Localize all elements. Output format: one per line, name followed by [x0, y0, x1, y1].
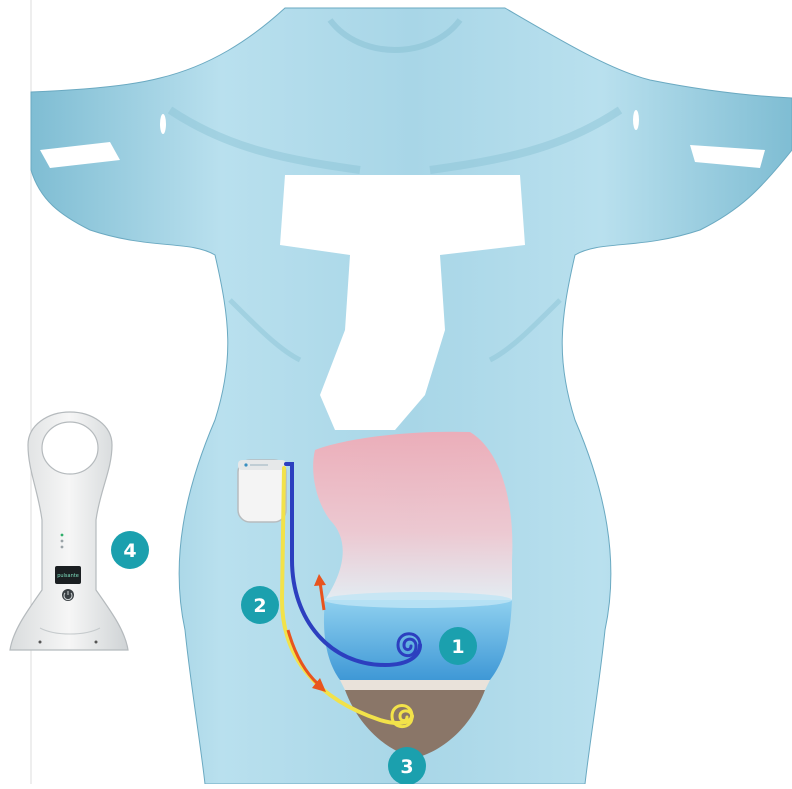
callout-2-label: 2	[253, 595, 266, 617]
callout-2: 2	[241, 586, 279, 624]
pump-device-icon	[238, 460, 286, 522]
peritoneal-cavity	[313, 432, 512, 600]
callout-3: 3	[388, 747, 426, 784]
callout-4: 4	[111, 531, 149, 569]
callout-1-label: 1	[451, 636, 464, 658]
charger-display-text: pulsante	[57, 573, 79, 579]
callout-3-label: 3	[400, 756, 413, 778]
charger-device-icon: pulsante	[10, 412, 128, 650]
callout-1: 1	[439, 627, 477, 665]
callout-4-label: 4	[123, 540, 136, 562]
